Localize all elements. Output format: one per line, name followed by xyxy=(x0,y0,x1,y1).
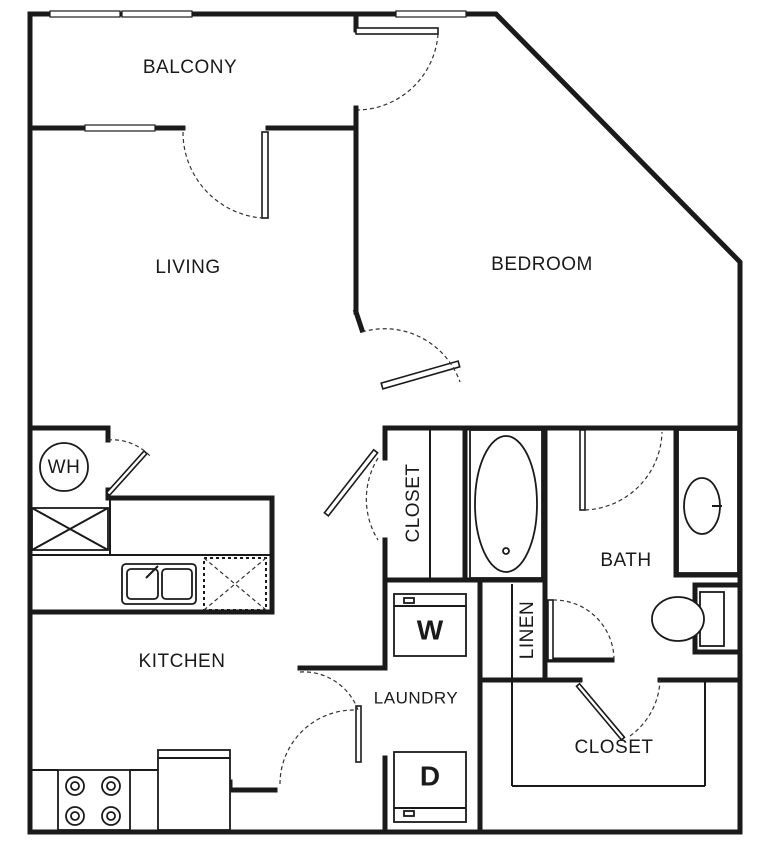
door-water-heater xyxy=(105,449,149,497)
water-heater-label: WH xyxy=(48,457,81,478)
toilet-bowl xyxy=(651,596,705,642)
door-bath xyxy=(579,429,586,511)
toilet-tank xyxy=(699,591,725,647)
water-heater: WH xyxy=(39,442,89,492)
door-closet-bedroom xyxy=(323,448,379,517)
windows xyxy=(49,10,467,132)
door-laundry xyxy=(355,705,362,763)
closet-details xyxy=(429,430,706,787)
dishwasher xyxy=(203,557,267,611)
bath-fixtures xyxy=(469,429,739,647)
washer xyxy=(393,593,467,657)
label-bedroom: BEDROOM xyxy=(491,254,593,275)
laundry-fixtures: W D xyxy=(393,593,467,823)
window-balcony-mid xyxy=(121,10,193,18)
kitchen-fixtures xyxy=(27,495,275,831)
label-linen: LINEN xyxy=(517,601,538,659)
room-labels: BALCONY LIVING BEDROOM KITCHEN LAUNDRY B… xyxy=(139,57,653,758)
window-bedroom-top xyxy=(395,10,467,18)
door-closet-bath xyxy=(575,682,626,742)
refrigerator xyxy=(157,749,231,831)
label-bath: BATH xyxy=(600,550,651,571)
door-bedroom-entry xyxy=(380,360,461,390)
door-bedroom-balcony xyxy=(355,27,439,35)
door-living-balcony xyxy=(261,131,269,219)
interior-walls xyxy=(27,11,743,835)
label-living: LIVING xyxy=(155,257,220,278)
label-closet-bath: CLOSET xyxy=(574,737,653,758)
dryer-label: D xyxy=(420,760,440,791)
window-balcony-left xyxy=(49,10,121,18)
window-living-top xyxy=(84,124,156,132)
exterior-walls xyxy=(27,11,743,835)
washer-label: W xyxy=(417,614,444,645)
label-closet-bedroom: CLOSET xyxy=(403,463,424,542)
doors xyxy=(105,27,663,785)
label-balcony: BALCONY xyxy=(143,57,237,78)
label-kitchen: KITCHEN xyxy=(139,651,226,672)
label-laundry: LAUNDRY xyxy=(374,688,458,707)
door-linen xyxy=(547,599,554,661)
